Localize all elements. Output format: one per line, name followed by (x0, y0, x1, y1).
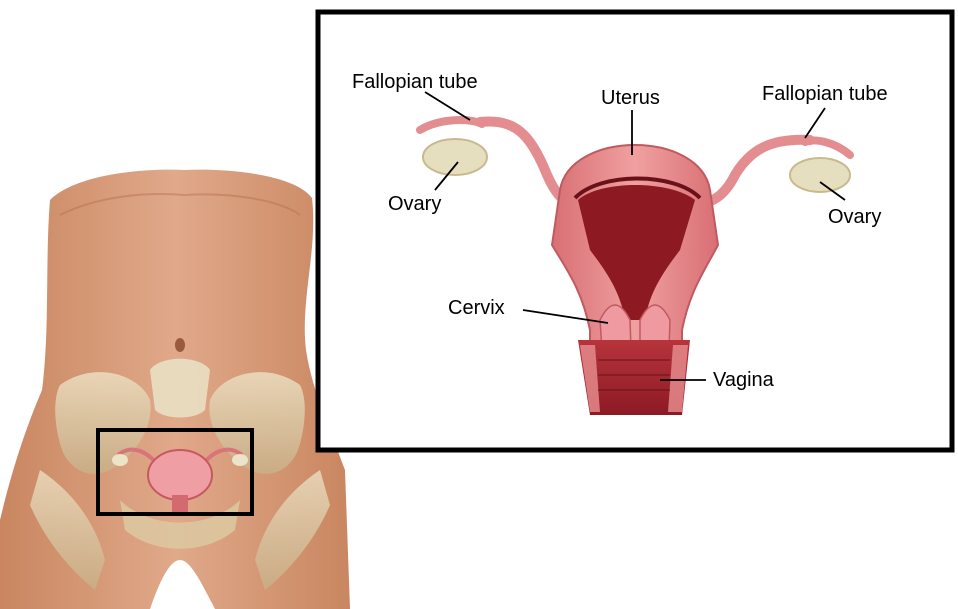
navel (175, 338, 185, 352)
label-ovary-left: Ovary (388, 194, 441, 214)
label-fallopian-tube-left: Fallopian tube (352, 72, 478, 92)
torso-illustration (0, 170, 350, 609)
right-ovary (790, 158, 850, 192)
label-uterus: Uterus (601, 88, 660, 108)
label-ovary-right: Ovary (828, 207, 881, 227)
label-cervix: Cervix (448, 298, 505, 318)
left-ovary (423, 139, 487, 175)
label-fallopian-tube-right: Fallopian tube (762, 84, 888, 104)
label-vagina: Vagina (713, 370, 774, 390)
